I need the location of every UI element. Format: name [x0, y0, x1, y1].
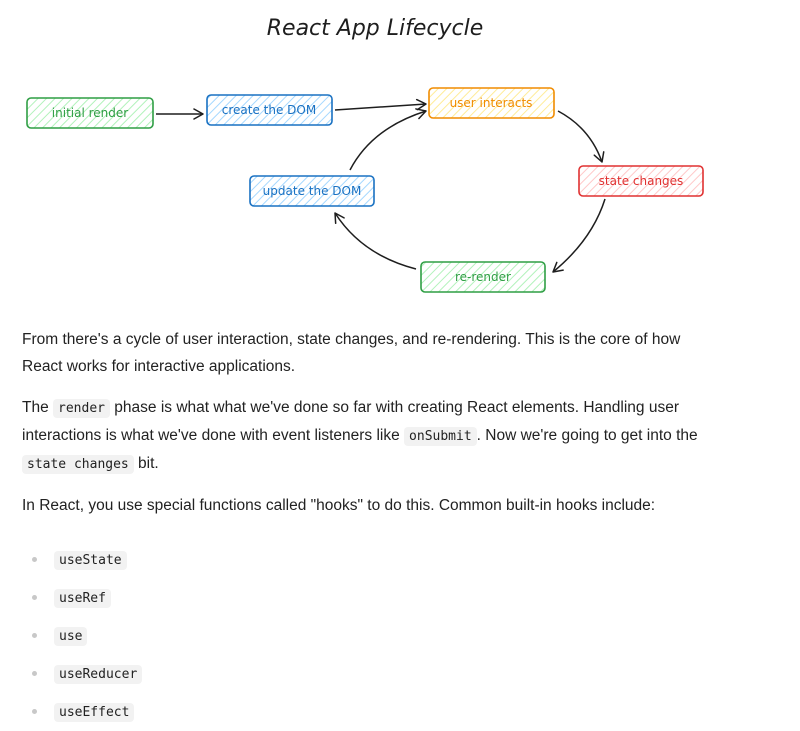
paragraph-cycle: From there's a cycle of user interaction…	[22, 331, 681, 375]
bullet-icon	[32, 557, 37, 562]
node-update-the-dom-label: update the DOM	[263, 184, 362, 198]
bullet-icon	[32, 671, 37, 676]
node-initial-render-label: initial render	[52, 106, 128, 120]
hooks-list: useState useRef use useReducer useEffect	[22, 541, 722, 731]
text-span: bit.	[133, 455, 159, 472]
react-lifecycle-diagram: React App Lifecycle initial render creat…	[26, 16, 704, 293]
node-user-interacts-label: user interacts	[450, 96, 533, 110]
inline-code-state-changes: state changes	[22, 455, 134, 474]
inline-code-render: render	[53, 399, 110, 418]
node-update-the-dom: update the DOM	[249, 175, 375, 207]
arrow-create-to-user	[334, 98, 427, 111]
list-item: useReducer	[22, 655, 722, 693]
node-create-the-dom-label: create the DOM	[222, 103, 316, 117]
node-re-render: re-render	[420, 261, 546, 293]
paragraph-hooks-intro: In React, you use special functions call…	[22, 497, 656, 514]
arrow-user-to-state	[557, 110, 605, 163]
node-re-render-label: re-render	[455, 270, 511, 284]
hook-name: useState	[54, 550, 127, 570]
text-span: . Now we're going to get into the	[476, 427, 698, 444]
list-item: use	[22, 617, 722, 655]
diagram-title: React App Lifecycle	[267, 16, 484, 41]
hook-name: useRef	[54, 588, 111, 608]
bullet-icon	[32, 709, 37, 714]
hook-name: useReducer	[54, 664, 143, 684]
hook-name: use	[54, 626, 88, 646]
inline-code-onsubmit: onSubmit	[404, 427, 477, 446]
arrow-rerender-to-update	[334, 212, 417, 270]
list-item: useRef	[22, 579, 722, 617]
node-initial-render: initial render	[26, 97, 154, 129]
hook-name: useEffect	[54, 702, 135, 722]
text-span: phase is what what we've done so far wit…	[22, 399, 679, 444]
arrow-update-to-user	[349, 108, 427, 171]
bullet-icon	[32, 595, 37, 600]
bullet-icon	[32, 633, 37, 638]
article-content: From there's a cycle of user interaction…	[22, 326, 722, 731]
list-item: useEffect	[22, 693, 722, 731]
node-user-interacts: user interacts	[428, 87, 555, 119]
paragraph-phases: The render phase is what what we've done…	[22, 394, 722, 478]
node-state-changes: state changes	[578, 165, 704, 197]
node-state-changes-label: state changes	[599, 174, 684, 188]
text-span: The	[22, 399, 54, 416]
arrow-state-to-rerender	[552, 198, 606, 273]
list-item: useState	[22, 541, 722, 579]
node-create-the-dom: create the DOM	[206, 94, 333, 126]
